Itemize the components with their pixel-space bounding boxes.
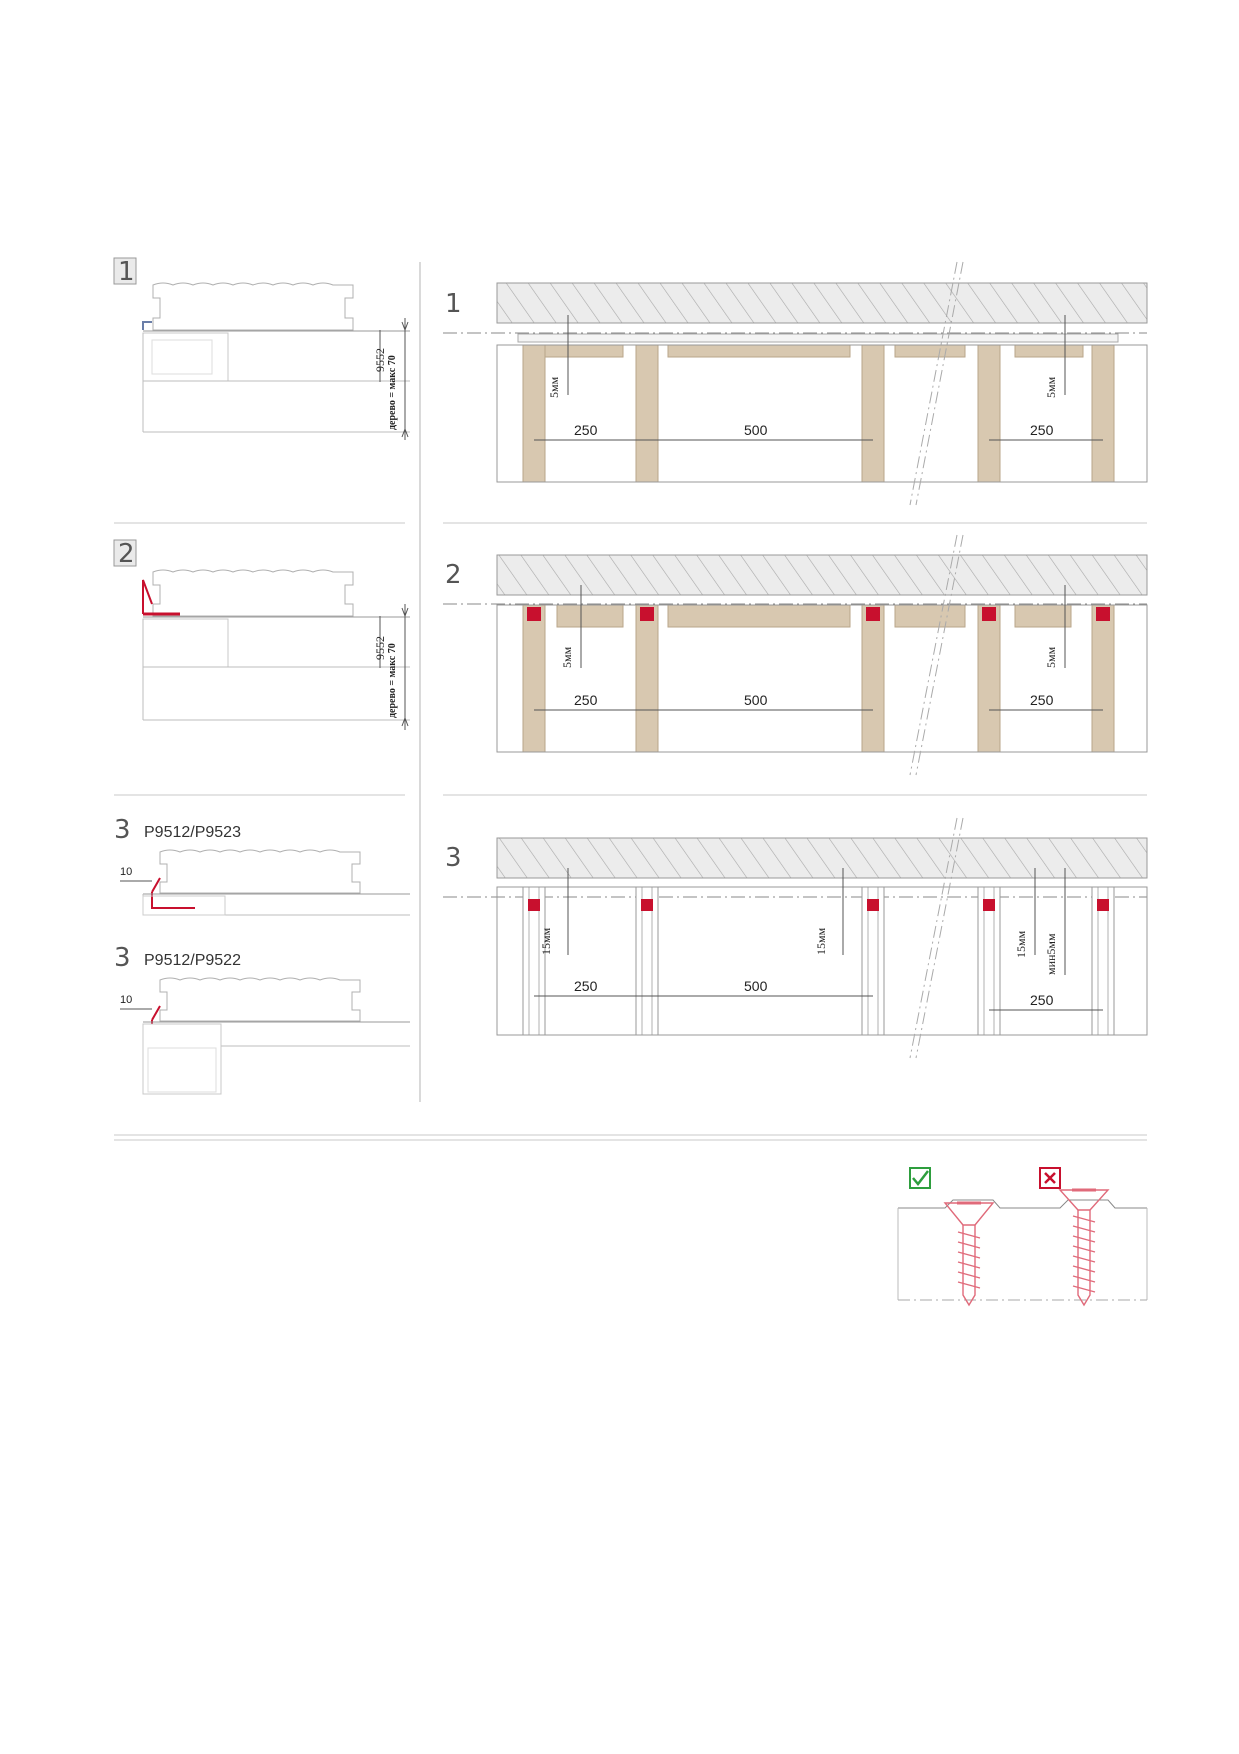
deck-board xyxy=(159,977,361,1022)
clip-marker xyxy=(640,607,654,621)
post xyxy=(977,344,1001,483)
correct-screw xyxy=(943,1201,995,1307)
profile-title: P9512/P9522 xyxy=(144,952,241,969)
clip-markers xyxy=(527,607,1110,621)
dimension: 250 xyxy=(1030,422,1054,438)
dimension: 250 xyxy=(1030,992,1054,1008)
clip-markers xyxy=(528,899,1109,911)
post xyxy=(635,344,659,483)
post xyxy=(977,604,1001,753)
section-number-box xyxy=(113,257,137,285)
right-section-1: 1 5мм 5мм 250 500 250 xyxy=(443,261,1148,506)
wood-max-note: дерево = макс 70 xyxy=(387,643,398,718)
section-number: 1 xyxy=(118,257,135,287)
cross-icon xyxy=(1039,1167,1061,1189)
clip-marker xyxy=(527,607,541,621)
post xyxy=(1091,604,1115,753)
break-line xyxy=(909,261,964,506)
section-number: 3 xyxy=(114,943,131,973)
post xyxy=(635,604,659,753)
deck-board xyxy=(152,282,354,331)
clip-marker xyxy=(528,899,540,911)
break-line xyxy=(909,534,964,776)
deck-board xyxy=(152,569,354,617)
screw-detail xyxy=(897,1167,1148,1307)
clip-marker xyxy=(1097,899,1109,911)
post xyxy=(522,604,546,753)
section-number: 3 xyxy=(114,815,131,845)
joist-profile xyxy=(142,1023,222,1095)
hatched-board xyxy=(496,837,1148,879)
wood-max-note: дерево = макс 70 xyxy=(387,355,398,430)
clip-marker xyxy=(983,899,995,911)
dimension: 250 xyxy=(574,978,598,994)
gap-label-mid: 15мм xyxy=(814,927,828,955)
section-number: 3 xyxy=(445,843,462,873)
wrong-screw xyxy=(1058,1188,1110,1307)
dimension: 250 xyxy=(1030,692,1054,708)
gap-label-right: 5мм xyxy=(1044,646,1058,668)
gap-label-right1: 15мм xyxy=(1014,930,1028,958)
clip-marker xyxy=(1096,607,1110,621)
dimension: 500 xyxy=(744,422,768,438)
post xyxy=(861,344,885,483)
clip-marker xyxy=(866,607,880,621)
gap-label-right: 5мм xyxy=(1044,376,1058,398)
dimension: 500 xyxy=(744,692,768,708)
post xyxy=(1091,344,1115,483)
right-section-3: 3 15мм 15мм 15мм xyxy=(443,817,1148,1059)
profile-title: P9512/P9523 xyxy=(144,824,241,841)
post xyxy=(861,604,885,753)
left-section-3a: 3 P9512/P9523 10 xyxy=(114,815,410,916)
section-number: 1 xyxy=(445,289,462,319)
gap-label-left: 5мм xyxy=(547,376,561,398)
dimension: 250 xyxy=(574,692,598,708)
break-line xyxy=(909,817,964,1059)
left-section-2: 2 9552 дерево = макс 70 xyxy=(113,539,410,730)
right-section-2: 2 5мм 5мм 250 500 250 xyxy=(443,534,1148,776)
start-clip-red xyxy=(142,579,153,614)
hatched-board xyxy=(496,554,1148,596)
post xyxy=(522,344,546,483)
section-number: 2 xyxy=(118,539,135,569)
hatched-board xyxy=(496,282,1148,324)
left-section-3b: 3 P9512/P9522 10 xyxy=(114,943,410,1095)
start-clip xyxy=(142,321,152,330)
aluminium-joists xyxy=(522,886,1115,1036)
gap-label: 10 xyxy=(120,866,132,878)
profile-code: 9552 xyxy=(373,348,387,372)
section-number: 2 xyxy=(445,560,462,590)
board-surface xyxy=(898,1199,1147,1209)
dimension: 250 xyxy=(574,422,598,438)
gap-label-left: 15мм xyxy=(539,927,553,955)
gap-label-left: 5мм xyxy=(560,646,574,668)
profile-code: 9552 xyxy=(373,636,387,660)
spacer-strip xyxy=(517,333,1119,343)
joist-profile xyxy=(142,618,229,668)
left-section-1: 1 9552 дерево = макс 70 xyxy=(113,257,410,440)
check-icon xyxy=(909,1167,931,1189)
dimension: 500 xyxy=(744,978,768,994)
gap-label-right2: мин5мм xyxy=(1044,933,1058,975)
deck-board xyxy=(159,849,361,894)
clip-marker xyxy=(867,899,879,911)
edge-clip xyxy=(151,877,195,909)
gap-label: 10 xyxy=(120,994,132,1006)
clip-marker xyxy=(982,607,996,621)
clip-marker xyxy=(641,899,653,911)
joist-profile xyxy=(142,332,229,382)
